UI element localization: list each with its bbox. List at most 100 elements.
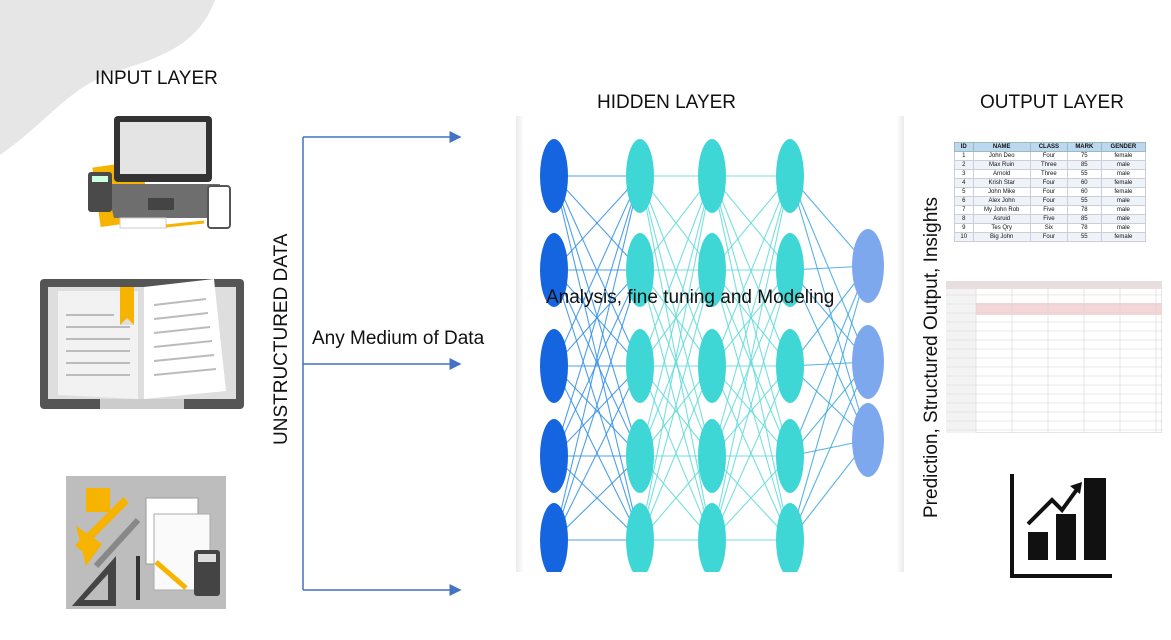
table-cell: female bbox=[1100, 187, 1147, 197]
table-cell: Four bbox=[1029, 196, 1068, 206]
table-cell: 55 bbox=[1066, 196, 1102, 206]
table-cell: Arnold bbox=[972, 169, 1031, 179]
hidden-layer-title: HIDDEN LAYER bbox=[597, 92, 737, 113]
table-cell: 55 bbox=[1066, 232, 1102, 242]
table-cell: Alex John bbox=[972, 196, 1031, 206]
table-header-cell: CLASS bbox=[1029, 142, 1068, 152]
table-cell: 5 bbox=[954, 187, 974, 197]
network-edge bbox=[711, 365, 791, 457]
network-edge bbox=[553, 175, 641, 271]
table-cell: Four bbox=[1029, 151, 1068, 161]
table-cell: Four bbox=[1029, 178, 1068, 188]
network-edge bbox=[789, 269, 869, 441]
arrow-bracket bbox=[302, 131, 462, 596]
background-blob bbox=[0, 0, 215, 155]
table-cell: female bbox=[1100, 151, 1147, 161]
table-cell: 60 bbox=[1066, 178, 1102, 188]
network-edge bbox=[553, 365, 641, 541]
network-edge bbox=[711, 269, 791, 541]
table-cell: 7 bbox=[954, 205, 974, 215]
table-cell: Tes Qry bbox=[972, 223, 1031, 233]
network-edge bbox=[711, 175, 791, 367]
network-edge bbox=[553, 269, 641, 367]
table-cell: 10 bbox=[954, 232, 974, 242]
table-cell: John Mike bbox=[972, 187, 1031, 197]
table-cell: Four bbox=[1029, 187, 1068, 197]
table-cell: 85 bbox=[1066, 214, 1102, 224]
network-node bbox=[776, 503, 804, 572]
network-edge bbox=[711, 175, 791, 457]
table-cell: 85 bbox=[1066, 160, 1102, 170]
network-edge bbox=[639, 269, 713, 457]
table-cell: My John Rob bbox=[972, 205, 1031, 215]
table-cell: Big John bbox=[972, 232, 1031, 242]
table-cell: 78 bbox=[1066, 205, 1102, 215]
network-node bbox=[776, 329, 804, 403]
table-cell: 8 bbox=[954, 214, 974, 224]
network-node bbox=[698, 139, 726, 213]
output-layer-title: OUTPUT LAYER bbox=[980, 92, 1124, 113]
table-cell: male bbox=[1100, 214, 1147, 224]
laptop-icon bbox=[88, 116, 231, 229]
open-book-icon bbox=[40, 279, 244, 409]
network-edge bbox=[553, 269, 641, 541]
spreadsheet-icon bbox=[946, 281, 1162, 433]
bar-chart-icon bbox=[1010, 474, 1112, 578]
table-header-cell: ID bbox=[954, 142, 974, 152]
network-node bbox=[626, 503, 654, 572]
neural-network-diagram bbox=[516, 116, 904, 572]
table-cell: John Deo bbox=[972, 151, 1031, 161]
table-cell: Five bbox=[1029, 205, 1068, 215]
table-cell: Three bbox=[1029, 169, 1068, 179]
network-edge bbox=[553, 269, 641, 457]
table-cell: male bbox=[1100, 169, 1147, 179]
network-node bbox=[540, 329, 568, 403]
table-cell: Max Ruin bbox=[972, 160, 1031, 170]
network-edge bbox=[789, 175, 869, 363]
table-cell: Five bbox=[1029, 214, 1068, 224]
network-edge bbox=[553, 175, 641, 541]
network-node bbox=[698, 329, 726, 403]
network-node bbox=[776, 233, 804, 307]
network-node bbox=[540, 139, 568, 213]
network-node bbox=[626, 419, 654, 493]
table-header-cell: NAME bbox=[972, 142, 1031, 152]
network-node bbox=[776, 419, 804, 493]
network-edge bbox=[711, 269, 791, 457]
network-edge bbox=[711, 175, 791, 271]
network-edge bbox=[639, 175, 713, 367]
network-node bbox=[626, 139, 654, 213]
network-edge bbox=[639, 365, 713, 541]
prediction-label: Prediction, Structured Output, Insights bbox=[921, 196, 942, 518]
table-cell: male bbox=[1100, 196, 1147, 206]
table-header-cell: GENDER bbox=[1100, 142, 1147, 152]
network-edge bbox=[711, 365, 791, 541]
table-cell: Krish Star bbox=[972, 178, 1031, 188]
network-node bbox=[626, 233, 654, 307]
network-edge bbox=[639, 269, 713, 541]
network-edge bbox=[553, 175, 641, 367]
network-edge bbox=[553, 175, 641, 457]
table-cell: 3 bbox=[954, 169, 974, 179]
table-cell: 78 bbox=[1066, 223, 1102, 233]
table-cell: 1 bbox=[954, 151, 974, 161]
network-edge bbox=[789, 361, 869, 541]
table-cell: male bbox=[1100, 223, 1147, 233]
network-node bbox=[698, 233, 726, 307]
table-cell: 75 bbox=[1066, 151, 1102, 161]
table-cell: female bbox=[1100, 178, 1147, 188]
table-cell: 9 bbox=[954, 223, 974, 233]
network-edge bbox=[553, 365, 641, 457]
table-cell: male bbox=[1100, 160, 1147, 170]
analysis-label: Analysis, fine tuning and Modeling bbox=[546, 287, 835, 308]
table-cell: 4 bbox=[954, 178, 974, 188]
table-cell: 60 bbox=[1066, 187, 1102, 197]
stationery-icon bbox=[66, 476, 226, 609]
